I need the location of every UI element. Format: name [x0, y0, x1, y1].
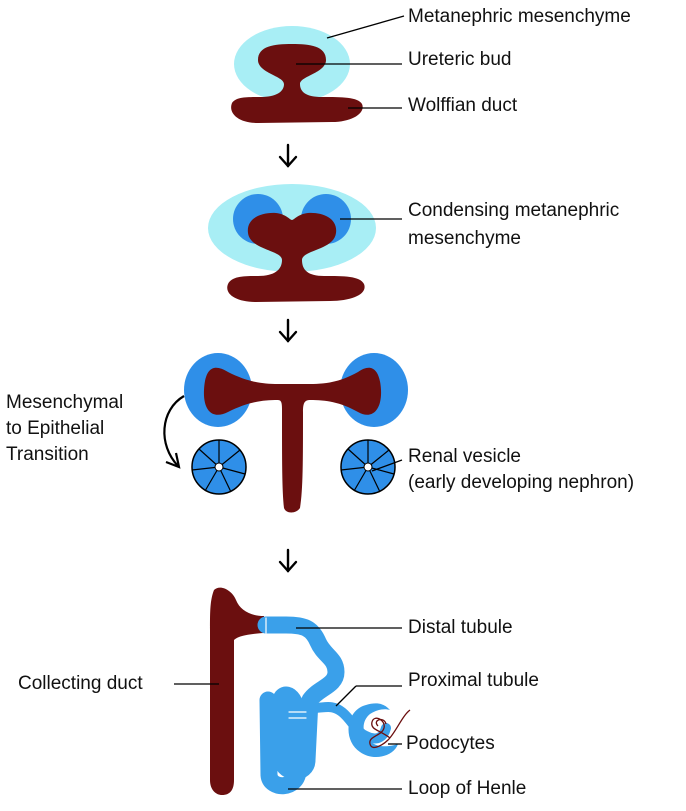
- leader-lines: [174, 15, 405, 790]
- label-collecting-duct: Collecting duct: [18, 673, 143, 694]
- stage-1-ureteric-bud: [231, 26, 363, 123]
- label-wolffian-duct: Wolffian duct: [408, 95, 518, 116]
- label-condensing-line2: mesenchyme: [408, 228, 521, 249]
- label-proximal-tubule: Proximal tubule: [408, 670, 539, 691]
- down-arrow-1: [278, 143, 298, 168]
- nephron-tubule: [257, 616, 391, 795]
- label-podocytes: Podocytes: [406, 733, 495, 754]
- stage-2-condensing-mesenchyme: [208, 184, 376, 302]
- label-renal-vesicle-line2: (early developing nephron): [408, 472, 635, 493]
- label-condensing-line1: Condensing metanephric: [408, 200, 620, 221]
- label-renal-vesicle-line1: Renal vesicle: [408, 446, 521, 467]
- branching-bud-shape: [227, 212, 365, 302]
- label-distal-tubule: Distal tubule: [408, 617, 513, 638]
- label-loop-of-henle: Loop of Henle: [408, 778, 527, 799]
- stage-3-mesenchymal-epithelial-transition: [163, 353, 408, 513]
- down-arrow-3: [278, 548, 298, 573]
- label-metanephric-mesenchyme: Metanephric mesenchyme: [408, 6, 631, 27]
- leader-renal-vesicle: [371, 459, 403, 472]
- ureteric-bud-wolffian-duct-shape: [231, 44, 363, 123]
- stage-4-nephron: [210, 587, 411, 795]
- leader-metanephric: [326, 15, 405, 39]
- label-met-line1: Mesenchymal: [6, 392, 124, 413]
- label-met-line2: to Epithelial: [6, 418, 105, 439]
- transition-curved-arrow: [163, 395, 185, 469]
- podocyte-capillary-loops: [369, 709, 411, 748]
- t-shaped-bud-shape: [203, 367, 382, 513]
- leader-proximal: [335, 685, 357, 707]
- renal-vesicle-left: [191, 439, 247, 495]
- bowman-capsule-shape: [348, 703, 398, 758]
- label-met-line3: Transition: [6, 444, 89, 465]
- label-ureteric-bud: Ureteric bud: [408, 49, 512, 70]
- down-arrow-2: [278, 318, 298, 343]
- renal-vesicle-right: [340, 439, 396, 495]
- collecting-duct-shape: [210, 587, 264, 795]
- down-arrows: [278, 143, 298, 573]
